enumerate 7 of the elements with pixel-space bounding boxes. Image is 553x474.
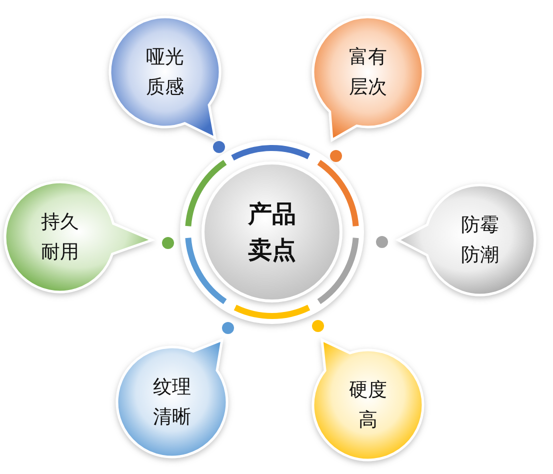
bubble-label: 防霉防潮 <box>460 213 500 268</box>
center-label: 产品卖点 <box>246 199 297 266</box>
bubble-label: 富有层次 <box>348 45 388 100</box>
bubble-label: 纹理清晰 <box>152 375 192 430</box>
bubble-label: 持久耐用 <box>40 210 80 265</box>
bubble-label: 哑光质感 <box>145 45 185 100</box>
bubble-label: 硬度高 <box>348 378 388 433</box>
